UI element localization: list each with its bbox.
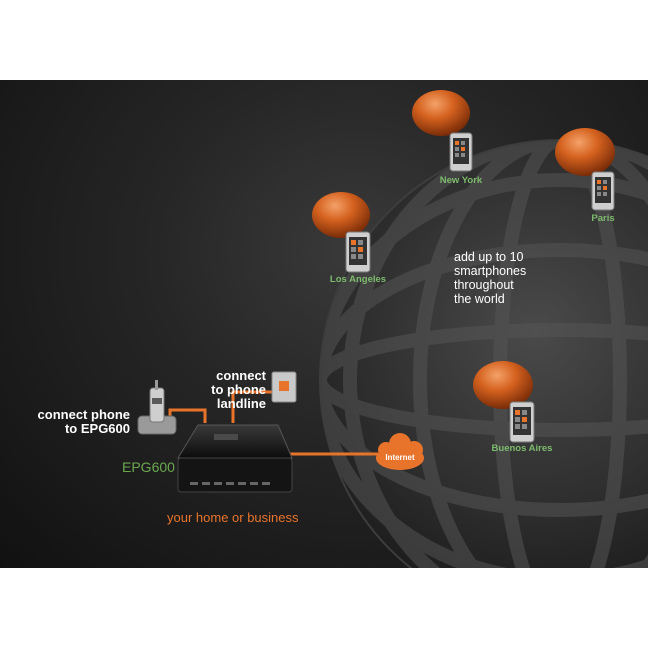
location-new-york (412, 90, 473, 172)
balloon-icon (312, 192, 370, 238)
landline-label-line: landline (216, 396, 266, 411)
tagline-line: throughout (454, 278, 514, 292)
balloon-icon (555, 128, 615, 176)
phone-label-line: to EPG600 (64, 421, 130, 436)
smartphone-icon (345, 231, 371, 273)
router-device (177, 424, 293, 493)
phone-label: connect phone to EPG600 (20, 408, 130, 436)
smartphone-icon (449, 132, 473, 172)
landline-label: connect to phone landline (196, 369, 266, 411)
location-paris (555, 128, 615, 211)
balloon-icon (473, 361, 533, 409)
home-business-label: your home or business (167, 510, 299, 525)
smartphones-tagline: add up to 10 smartphones throughout the … (454, 250, 526, 306)
location-buenos-aires (473, 361, 535, 443)
city-label-paris: Paris (591, 213, 615, 224)
wall-jack (271, 371, 297, 403)
cordless-phone-icon (137, 380, 177, 435)
smartphone-icon (591, 171, 615, 211)
balloon-icon (412, 90, 470, 136)
city-label-buenos-aires: Buenos Aires (491, 443, 553, 454)
device-name-label: EPG600 (122, 459, 175, 475)
phone-label-line: connect phone (37, 407, 130, 422)
city-label-los-angeles: Los Angeles (329, 274, 387, 285)
smartphone-icon (509, 401, 535, 443)
network-diagram (137, 90, 648, 568)
internet-cloud-label: Internet (385, 453, 415, 462)
internet-cloud (376, 433, 424, 470)
tagline-line: the world (454, 292, 505, 306)
city-label-new-york: New York (439, 175, 483, 186)
location-los-angeles (312, 192, 371, 273)
tagline-line: add up to 10 (454, 250, 524, 264)
landline-label-line: connect (216, 368, 266, 383)
landline-label-line: to phone (211, 382, 266, 397)
diagram-panel: New York Paris Los Angeles Buenos Aires … (0, 80, 648, 568)
tagline-line: smartphones (454, 264, 527, 278)
